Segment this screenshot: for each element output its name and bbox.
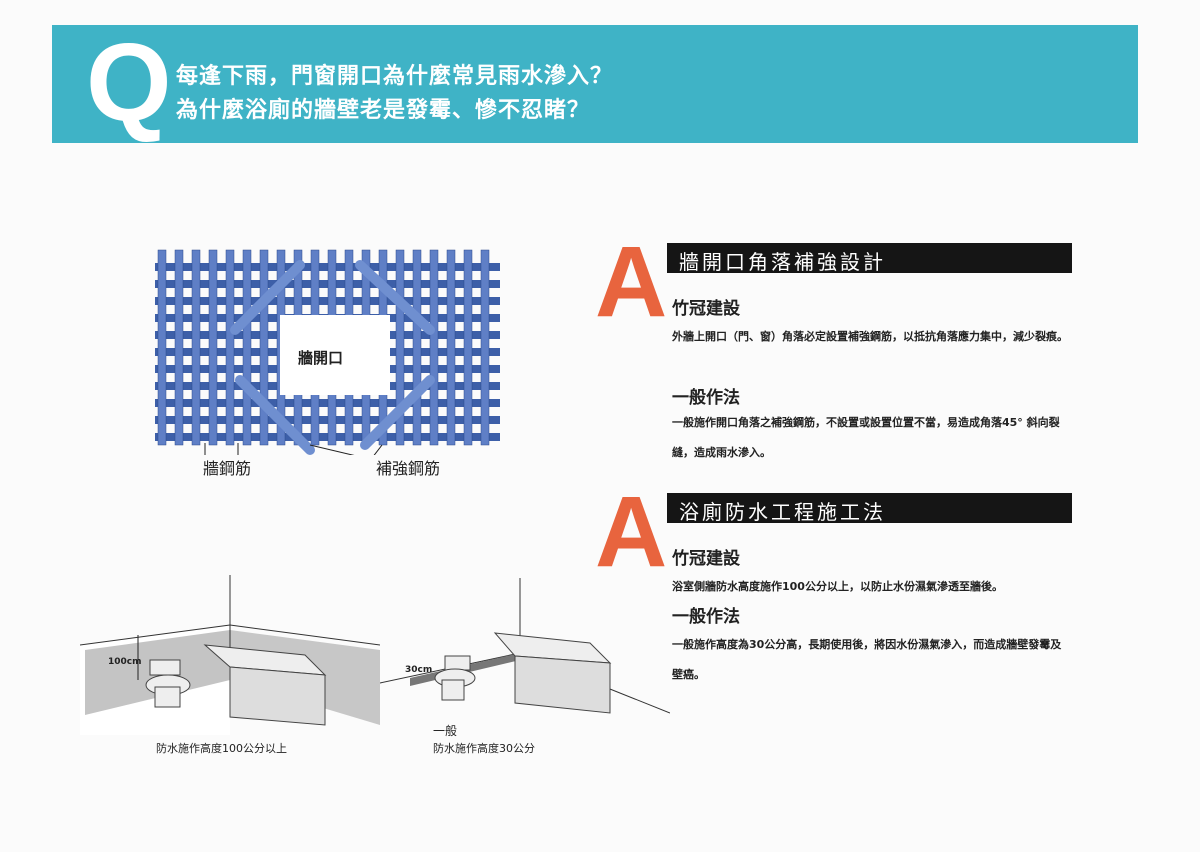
vertical-rebar (463, 249, 473, 446)
wall-opening (280, 315, 390, 395)
answer-1-sub1: 竹冠建設 (672, 299, 740, 319)
reinforcing-bar (360, 375, 435, 450)
reinforce-rebar-label: 補強鋼筋 (376, 459, 441, 478)
reinforcing-bar (355, 260, 435, 335)
pointer-arrow (309, 444, 355, 455)
vertical-rebar (191, 249, 201, 446)
vertical-rebar (157, 249, 167, 446)
answer-2-text2: 一般施作高度為30公分高，長期使用後，將因水份濕氣滲入，而造成牆壁發霉及壁癌。 (672, 638, 1062, 681)
answer-2-title: 浴廁防水工程施工法 (667, 493, 1072, 524)
horizontal-rebar (155, 433, 500, 441)
reinforcing-bar (230, 260, 305, 335)
right-caption-2: 防水施作高度30公分 (433, 742, 535, 755)
answer-2-sub1: 竹冠建設 (672, 549, 740, 569)
vertical-rebar (174, 249, 184, 446)
bath-diagram-right (380, 578, 670, 714)
left-caption: 防水施作高度100公分以上 (156, 742, 287, 755)
left-height-label: 100cm (108, 657, 142, 667)
horizontal-rebar (155, 416, 500, 424)
horizontal-rebar (155, 297, 500, 305)
answer-2-text1: 浴室側牆防水高度施作100公分以上，以防止水份濕氣滲透至牆後。 (672, 580, 1003, 593)
vertical-rebar (225, 249, 235, 446)
right-height-label: 30cm (405, 665, 433, 675)
wall-rebar-label: 牆鋼筋 (203, 459, 252, 478)
opening-label: 牆開口 (298, 349, 344, 367)
reinforcing-bar (235, 375, 315, 455)
answer-2-sub2: 一般作法 (672, 607, 740, 627)
answer-1-sub2: 一般作法 (672, 388, 740, 408)
vertical-rebar (480, 249, 490, 446)
horizontal-rebar (155, 280, 500, 288)
bath-diagram-left (80, 575, 380, 735)
pointer-arrow (373, 444, 383, 455)
vertical-rebar (395, 249, 405, 446)
question-line-2: 為什麼浴廁的牆壁老是發霉、慘不忍睹？ (176, 98, 591, 123)
question-banner (52, 25, 1138, 143)
q-mark: Q (86, 21, 172, 144)
horizontal-rebar (155, 263, 500, 271)
vertical-rebar (242, 249, 252, 446)
answer-1-text2: 一般施作開口角落之補強鋼筋，不設置或設置位置不當，易造成角落45° 斜向裂縫，造… (672, 416, 1060, 459)
vertical-rebar (446, 249, 456, 446)
vertical-rebar (429, 249, 439, 446)
answer-1-text1: 外牆上開口（門、窗）角落必定設置補強鋼筋，以抵抗角落應力集中，減少裂痕。 (672, 330, 1068, 343)
vertical-rebar (412, 249, 422, 446)
vertical-rebar (208, 249, 218, 446)
rebar-diagram (155, 249, 500, 455)
question-line-1: 每逢下雨，門窗開口為什麼常見雨水滲入？ (176, 64, 614, 89)
answer-1-title: 牆開口角落補強設計 (667, 243, 1072, 274)
right-caption-1: 一般 (433, 724, 458, 738)
answer-1-mark: A (595, 226, 668, 338)
vertical-rebar (259, 249, 269, 446)
answer-2-mark: A (595, 476, 668, 588)
horizontal-rebar (155, 399, 500, 407)
